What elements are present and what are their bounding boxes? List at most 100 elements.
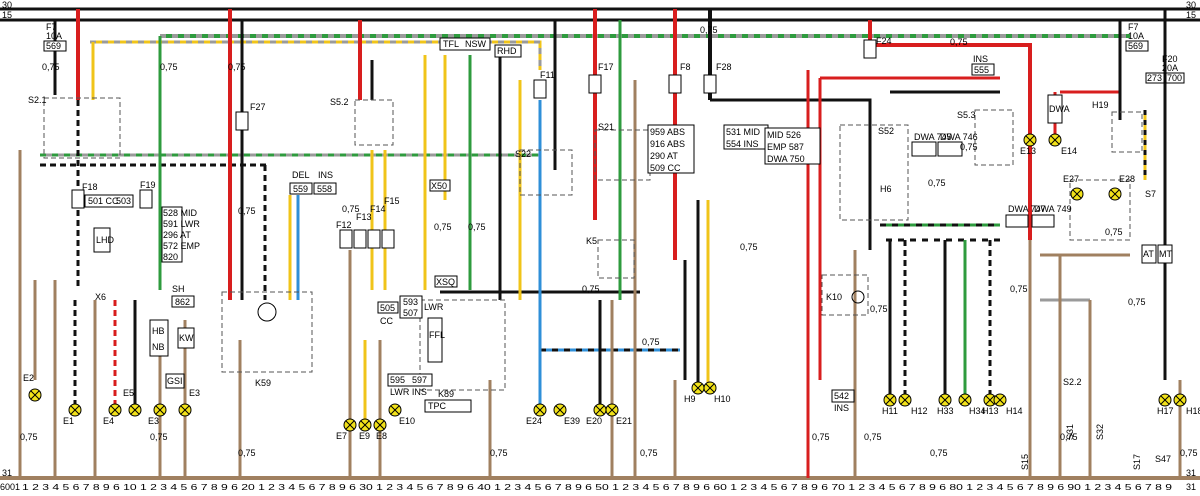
- fuse-f20: F20 20A 273 700: [1145, 54, 1185, 84]
- lamp-label-h17: H17: [1157, 406, 1174, 416]
- dwa-pair-0: DWA 745: [914, 132, 952, 142]
- wire-gauge-label: 0,75: [342, 204, 360, 214]
- lamp-label-h18: H18: [1186, 406, 1200, 416]
- h19-label: H19: [1092, 100, 1109, 110]
- s15-label: S15: [1020, 454, 1030, 470]
- lamp-label-e20: E20: [586, 416, 602, 426]
- wire-gauge-label: 0,75: [930, 448, 948, 458]
- lwr-box-0: 593: [403, 297, 418, 307]
- lamp-label-e7: E7: [336, 431, 347, 441]
- fuse-f7-right-rating: 10A: [1128, 31, 1144, 41]
- lamp-label-e28: E28: [1119, 174, 1135, 184]
- lamp-label-e14: E14: [1061, 146, 1077, 156]
- lamp-cross: [995, 395, 1005, 405]
- s5-3-label: S5.3: [957, 110, 976, 120]
- del-label: DEL: [292, 170, 310, 180]
- lamp-cross: [30, 390, 40, 400]
- wire-gauge-label: 0,75: [468, 222, 486, 232]
- k5-label: K5: [586, 236, 597, 246]
- abs-list-1: 916 ABS: [650, 139, 685, 149]
- lwr-box-2: LWR: [424, 302, 444, 312]
- switch-s21: [594, 129, 651, 181]
- lamp-cross: [885, 395, 895, 405]
- lamp-cross: [607, 405, 617, 415]
- lamp-label-e8: E8: [376, 431, 387, 441]
- wire-gauge-label: 0,75: [434, 222, 452, 232]
- lamp-cross: [155, 405, 165, 415]
- x6-label: X6: [95, 292, 106, 302]
- lamp-label-e2: E2: [23, 373, 34, 383]
- s31-label: S31: [1065, 424, 1075, 440]
- lamp-cross: [345, 420, 355, 430]
- rail-31-right-label: 31: [1186, 468, 1196, 478]
- fuse-f13-name: F13: [356, 212, 372, 222]
- s32-label: S32: [1095, 424, 1105, 440]
- lamp-cross: [535, 405, 545, 415]
- fuse-f7-left-rating: 10A: [46, 31, 62, 41]
- tag-dwa: DWA: [1049, 104, 1070, 114]
- lamp-cross: [70, 405, 80, 415]
- wire-gauge-label: 0,75: [1180, 448, 1198, 458]
- lamp-cross: [180, 405, 190, 415]
- fuse-f20-name: F20: [1162, 54, 1178, 64]
- tag-rhd: RHD: [497, 46, 517, 56]
- wire-gauge-label: 0,75: [700, 25, 718, 35]
- lamp-label-e1: E1: [63, 416, 74, 426]
- lwr-box-1: 507: [403, 308, 418, 318]
- fuse-f18-name: F18: [82, 182, 98, 192]
- lamp-cross: [130, 405, 140, 415]
- lamp-label-e10: E10: [399, 416, 415, 426]
- lamp-cross: [1160, 395, 1170, 405]
- fuse-f7-left: F7 10A 569: [43, 22, 67, 52]
- fuse-f19-name: F19: [140, 180, 156, 190]
- fuse-f12-name: F12: [336, 220, 352, 230]
- fuse-f7-right-name: F7: [1128, 22, 1139, 32]
- relay-k10: [821, 274, 869, 316]
- tag-lhd: LHD: [96, 235, 115, 245]
- relay-k89: [419, 299, 506, 391]
- fuse-f28: F28: [703, 62, 732, 94]
- lamp-cross: [985, 395, 995, 405]
- fuse-f11-name: F11: [540, 70, 555, 80]
- tag-gsi: GSI: [167, 376, 183, 386]
- lamp-label-h13: H13: [982, 406, 999, 416]
- cc-box-1: CC: [380, 316, 393, 326]
- tag-tpc: TPC: [428, 401, 447, 411]
- lamp-label-e24: E24: [526, 416, 542, 426]
- wire-gauge-label: 0,75: [812, 432, 830, 442]
- option-boxes: 501 CC 503 528 MID 591 LWR 296 AT 572 EM…: [84, 54, 1072, 413]
- wire-gauge-label: 0,75: [20, 432, 38, 442]
- abs-list-3: 509 CC: [650, 163, 681, 173]
- relay-k5: [597, 239, 635, 279]
- relay-k59: [221, 291, 313, 373]
- wire-gauge-label: 0,75: [1105, 227, 1123, 237]
- wire-gauge-label: 0,75: [1128, 297, 1146, 307]
- option-list-4: 820: [163, 252, 178, 262]
- page-left-number: 6001: [0, 482, 20, 492]
- fuse-f7-left-ref: 569: [46, 41, 61, 51]
- lamp-label-h10: H10: [714, 394, 731, 404]
- k89-label: K89: [438, 389, 454, 399]
- tag-x50: X50: [431, 181, 447, 191]
- wire-gauge-label: 0,75: [150, 432, 168, 442]
- switch-s5-3: [974, 109, 1014, 166]
- lamp-label-h11: H11: [882, 406, 898, 416]
- rail-15-right-label: 15: [1186, 10, 1196, 20]
- s22-label: S22: [515, 149, 531, 159]
- switch-s2-1: [43, 97, 121, 159]
- mid-emp-dwa-2: DWA 750: [767, 154, 805, 164]
- lamp-cross: [390, 405, 400, 415]
- tag-hb: HB: [152, 326, 165, 336]
- lamp-cross: [1175, 395, 1185, 405]
- lamp-cross: [940, 395, 950, 405]
- lamp-label-e21: E21: [616, 416, 632, 426]
- lamp-label-h33: H33: [937, 406, 954, 416]
- lamp-cross: [1025, 135, 1035, 145]
- tag-nb: NB: [152, 342, 165, 352]
- wire-gauge-label: 0,75: [642, 337, 660, 347]
- lamp-cross: [555, 405, 565, 415]
- wire-gauge-label: 0,75: [960, 142, 978, 152]
- k59-label: K59: [255, 378, 271, 388]
